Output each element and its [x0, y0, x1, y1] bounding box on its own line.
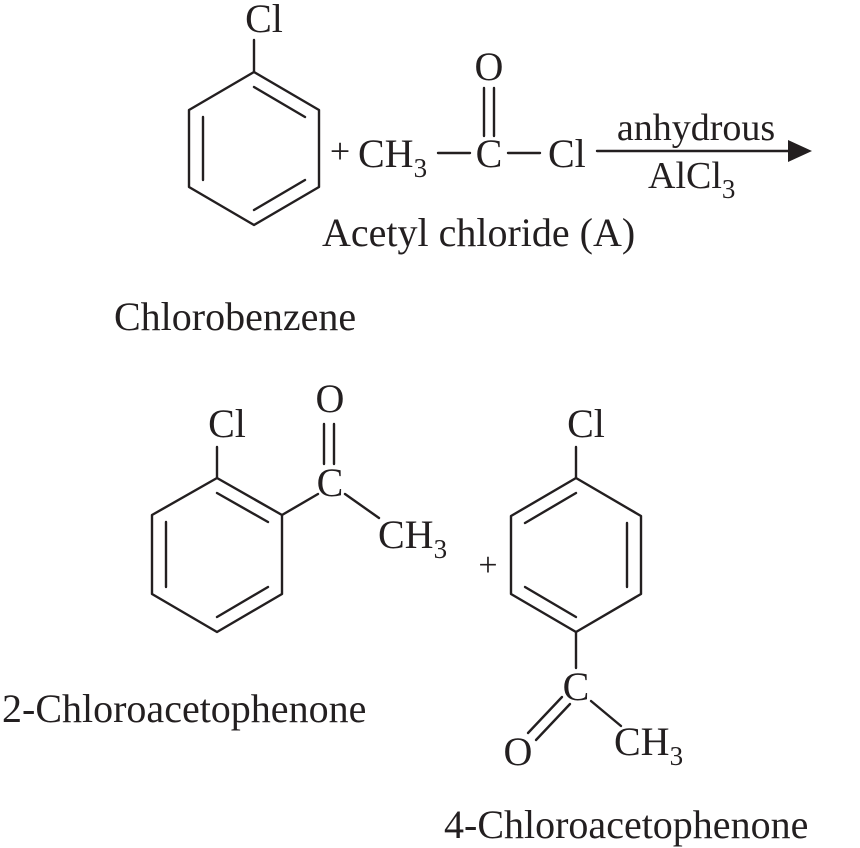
catalyst-subscript: 3 — [722, 174, 736, 204]
methyl-subscript: 3 — [670, 741, 684, 771]
methyl-group: CH3 — [358, 131, 427, 183]
arrow-condition-below: AlCl3 — [648, 155, 735, 204]
chlorine-label: Cl — [548, 131, 586, 176]
methyl-main: CH — [614, 719, 670, 764]
carbonyl-carbon: C — [317, 460, 344, 505]
products-plus-sign: + — [478, 547, 497, 584]
methyl-group: CH3 — [378, 512, 447, 564]
acetyl-chloride-structure: CH3 C Cl O — [358, 44, 586, 183]
oxygen-label: O — [316, 376, 345, 421]
ortho-product-caption: 2-Chloroacetophenone — [2, 686, 366, 731]
methyl-subscript: 3 — [414, 153, 428, 183]
para-product-structure: Cl C O CH3 — [504, 401, 684, 774]
carbonyl-methyl-bond — [589, 699, 623, 728]
chlorine-label: Cl — [567, 401, 605, 446]
chlorine-label: Cl — [208, 401, 246, 446]
methyl-group: CH3 — [614, 719, 683, 771]
para-product-caption: 4-Chloroacetophenone — [444, 802, 808, 847]
catalyst-main: AlCl — [648, 155, 722, 197]
benzene-ring — [509, 476, 643, 634]
methyl-main: CH — [358, 131, 414, 176]
acetyl-chloride-caption: Acetyl chloride (A) — [322, 210, 635, 255]
carbonyl-carbon: C — [563, 664, 590, 709]
chlorine-label: Cl — [245, 0, 283, 41]
methyl-main: CH — [378, 512, 434, 557]
arrow-head — [788, 140, 812, 162]
chlorobenzene-caption: Chlorobenzene — [114, 294, 356, 339]
methyl-subscript: 3 — [434, 534, 448, 564]
benzene-ring — [150, 476, 284, 634]
reaction-arrow — [595, 140, 812, 162]
carbonyl-methyl-bond — [343, 492, 381, 520]
carbonyl-double-bond-2 — [534, 702, 572, 742]
oxygen-label: O — [504, 729, 533, 774]
arrow-condition-above: anhydrous — [617, 107, 775, 149]
plus-sign: + — [330, 131, 350, 171]
carbonyl-carbon: C — [476, 131, 503, 176]
chlorobenzene-structure: Cl — [187, 0, 321, 227]
ring-carbonyl-bond — [280, 492, 320, 517]
benzene-ring — [187, 70, 321, 227]
carbonyl-double-bond-1 — [526, 695, 564, 735]
ortho-product-structure: Cl C O CH3 — [150, 376, 447, 634]
oxygen-label: O — [475, 44, 504, 89]
